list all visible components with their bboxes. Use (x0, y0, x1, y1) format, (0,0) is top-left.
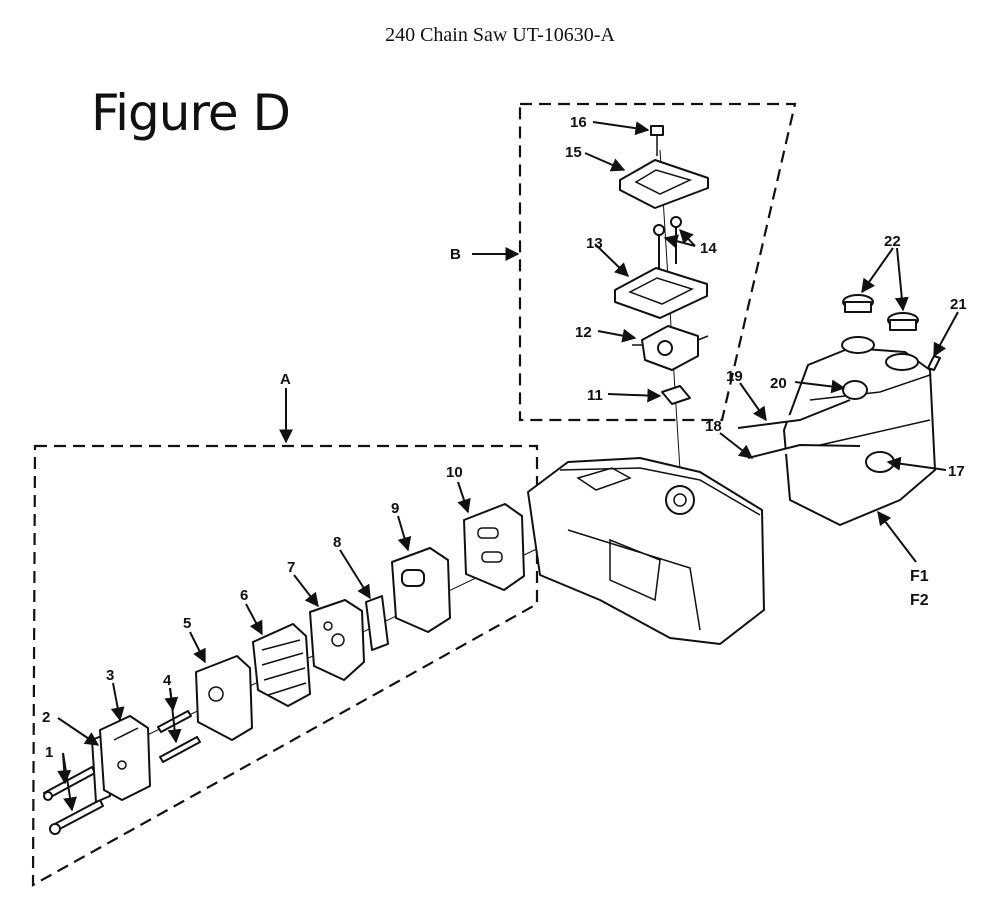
callout-15: 15 (565, 144, 582, 161)
callout-12: 12 (575, 324, 592, 341)
crankcase-housing (527, 457, 765, 645)
callout-19: 19 (726, 368, 743, 385)
part-16-screw (650, 125, 664, 156)
part-22-caps (842, 294, 919, 331)
part-5-heat-shield (195, 655, 253, 741)
document-title: 240 Chain Saw UT-10630-A (385, 24, 615, 46)
callout-16: 16 (570, 114, 587, 131)
part-20-grommet (842, 380, 868, 400)
callout-9: 9 (391, 500, 399, 517)
callout-4: 4 (163, 672, 172, 689)
part-18-line (747, 444, 861, 459)
group-f1-label: F1 (910, 568, 929, 585)
callout-6: 6 (240, 587, 248, 604)
part-11-gasket (661, 385, 691, 405)
callout-21: 21 (950, 296, 967, 313)
part-6-screen (252, 623, 311, 707)
callout-leaders (57, 121, 959, 812)
callout-8: 8 (333, 534, 341, 551)
part-3-muffler-cover (99, 715, 151, 801)
callout-17: 17 (948, 463, 965, 480)
callout-22: 22 (884, 233, 901, 250)
callout-10: 10 (446, 464, 463, 481)
part-21-vent (927, 355, 941, 371)
part-8-gasket (365, 595, 389, 651)
callout-1: 1 (45, 744, 53, 761)
part-15-cover (619, 159, 709, 209)
part-12-carburetor (632, 325, 709, 371)
part-13-gasket-frame (614, 267, 708, 319)
group-f2-label: F2 (910, 592, 929, 609)
callout-18: 18 (705, 418, 722, 435)
callout-7: 7 (287, 559, 295, 576)
callout-5: 5 (183, 615, 191, 632)
fuel-tank (783, 336, 936, 526)
group-a-label: A (280, 371, 291, 388)
callout-3: 3 (106, 667, 114, 684)
group-b-label: B (450, 246, 461, 263)
part-4-studs (157, 710, 201, 763)
part-7-baffle (309, 599, 365, 681)
group-a-outline (31, 444, 539, 887)
callout-11: 11 (587, 387, 603, 404)
callout-14: 14 (700, 240, 717, 257)
part-10-gasket (463, 503, 525, 591)
part-9-muffler-body (391, 547, 451, 633)
callout-2: 2 (42, 709, 50, 726)
callout-20: 20 (770, 375, 787, 392)
figure-title: Figure D (91, 84, 291, 142)
callout-13: 13 (586, 235, 603, 252)
group-b-outline (518, 102, 797, 422)
